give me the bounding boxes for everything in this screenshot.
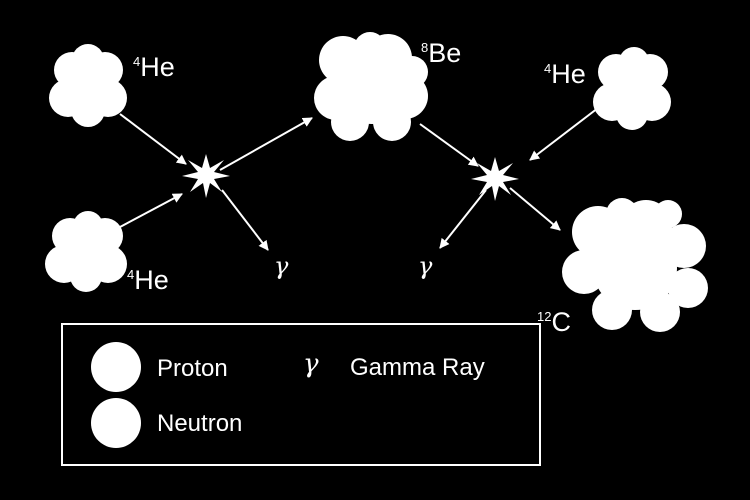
arrow-be8-to-collision-2 [419,123,479,167]
nucleus-c12 [562,198,708,332]
label-he4-bottom-left: 4He [127,265,169,295]
nucleus-he4-bottom-left [45,211,127,292]
nucleus-he4-top-left [49,44,127,127]
arrow-collision-1-to-gamma [221,189,269,251]
legend-gamma-symbol: γ [303,349,319,379]
gamma-symbol-left: γ [274,252,289,280]
arrow-he4-to-collision-1 [119,113,187,165]
arrow-collision-1-to-be8 [219,117,313,171]
legend-gamma-label: Gamma Ray [350,354,485,381]
gamma-symbol-right: γ [418,252,433,280]
nucleus-he4-top-right [593,47,671,130]
arrow-collision-2-to-c12 [509,187,561,231]
arrow-collision-2-to-gamma [439,189,487,249]
legend-proton-marker [91,342,141,392]
legend-neutron-label: Neutron [157,410,242,437]
nucleus-be8 [314,32,428,141]
label-be8: 8Be [421,38,461,68]
legend-box [61,323,541,466]
arrow-he4-to-collision-2 [529,107,599,161]
legend-neutron-marker [91,398,141,448]
label-he4-top-right: 4He [544,59,586,89]
collision-burst-1 [182,154,230,198]
legend: Proton Neutron γ Gamma Ray [61,323,541,466]
arrow-he4-to-collision-1b [119,193,183,228]
label-he4-top-left: 4He [133,52,175,82]
collision-burst-2 [471,157,519,201]
label-c12: 12C [537,307,571,337]
legend-proton-label: Proton [157,355,228,382]
reaction-arrows [119,107,599,251]
